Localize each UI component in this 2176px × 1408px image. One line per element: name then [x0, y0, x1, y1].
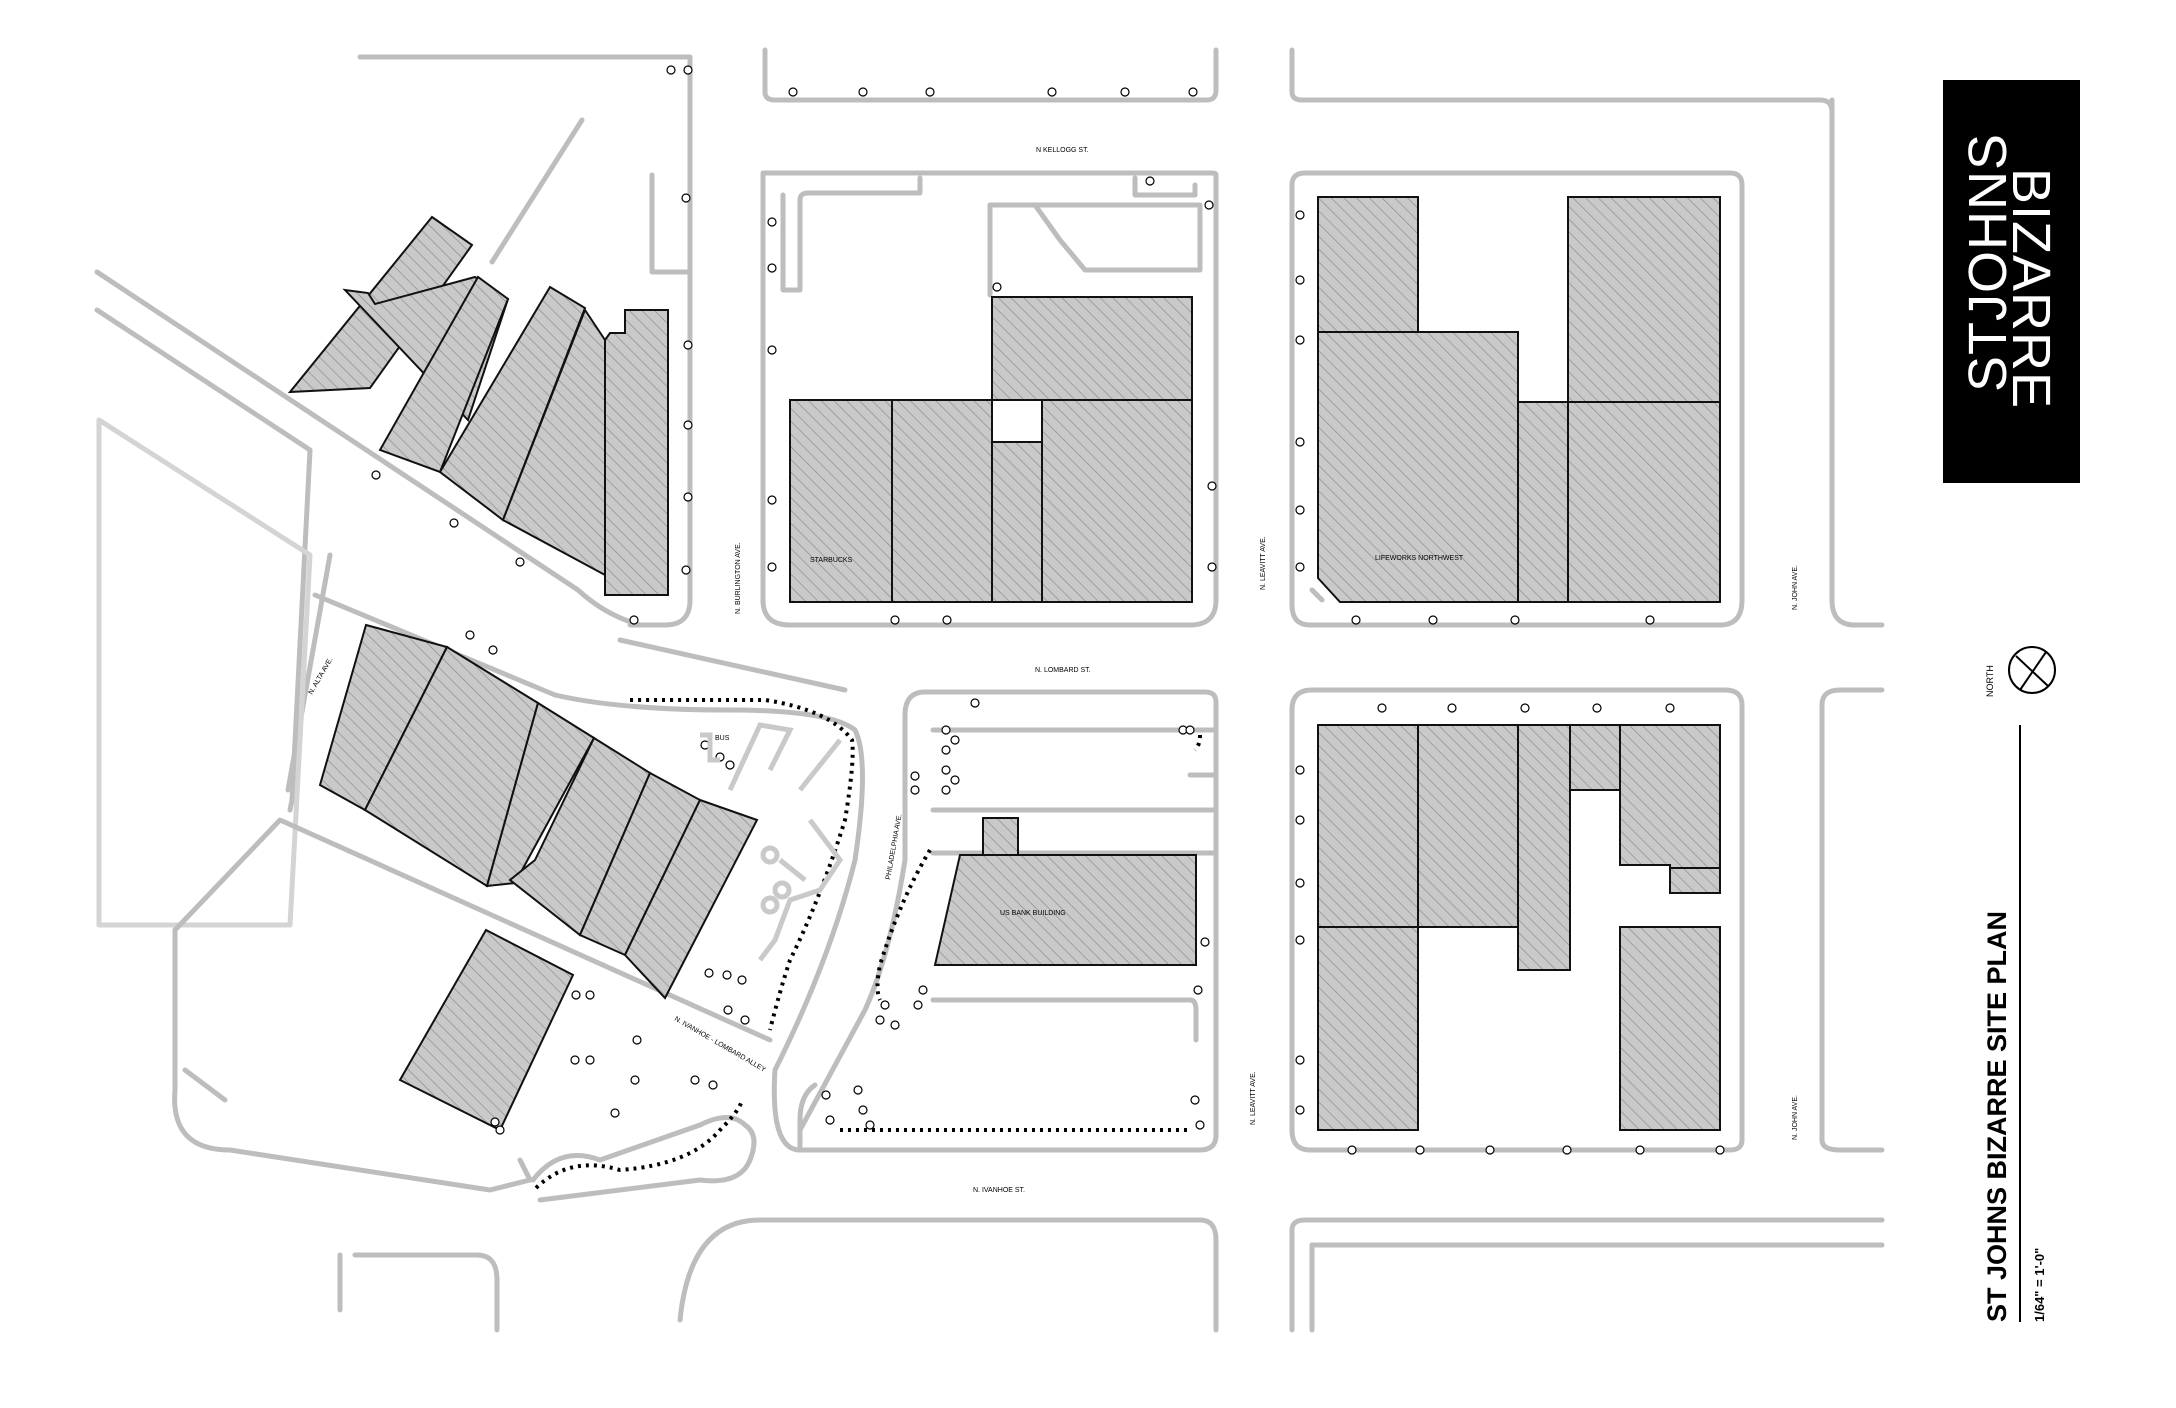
building [1517, 401, 1569, 603]
tree-row-middle [465, 630, 1725, 1155]
building [1317, 724, 1419, 928]
building-lifeworks [1317, 331, 1519, 603]
street-label-ivanhoe: N. IVANHOE ST. [973, 1187, 1025, 1194]
plan-scale: 1/64" = 1'-0" [2032, 1248, 2047, 1322]
tree-grate-lines [534, 697, 1202, 1190]
building [1669, 867, 1721, 894]
street-label-leavitt-bottom: N. LEAVITT AVE. [1250, 1071, 1257, 1125]
street-curbs [94, 47, 1885, 1333]
building [1619, 724, 1721, 869]
label-starbucks: STARBUCKS [810, 557, 853, 564]
logo-line-2: BIZARRE [2001, 168, 2061, 409]
north-label: NORTH [1985, 665, 1995, 697]
building [1619, 926, 1721, 1131]
building [1041, 399, 1193, 603]
building [604, 309, 669, 596]
building [982, 817, 1019, 856]
building [1417, 724, 1519, 928]
street-label-lombard: N. LOMBARD ST. [1035, 667, 1091, 674]
building [1517, 724, 1571, 971]
building-starbucks [789, 399, 893, 603]
building [508, 736, 652, 937]
plan-title: ST JOHNS BIZARRE SITE PLAN [1982, 911, 2012, 1322]
title-block: ST JOHNS BIZARRE SITE PLAN 1/64" = 1'-0"… [1982, 646, 2056, 1322]
building [1569, 724, 1621, 791]
building [1317, 196, 1419, 333]
street-label-john-bottom: N. JOHN AVE. [1792, 1095, 1799, 1140]
tree-row-top [371, 65, 1655, 625]
street-label-leavitt-top: N. LEAVITT AVE. [1260, 536, 1267, 590]
street-trees [371, 65, 1725, 1155]
logo: STJOHNS BIZARRE [1943, 80, 2080, 483]
building [1567, 401, 1721, 603]
street-label-burlington: N. BURLINGTON AVE. [735, 542, 742, 614]
building [991, 441, 1043, 603]
tree-clusters [490, 725, 960, 1135]
building [1567, 196, 1721, 403]
street-label-kellogg: N KELLOGG ST. [1036, 147, 1089, 154]
building [991, 296, 1193, 401]
logo-line-1: STJOHNS [1958, 133, 2018, 392]
building-footprints [287, 196, 1721, 1132]
label-lifeworks: LIFEWORKS NORTHWEST [1375, 555, 1464, 562]
building [623, 798, 759, 1000]
building [438, 285, 587, 522]
plaza-features [700, 722, 844, 962]
building [891, 399, 993, 603]
street-label-alley: N. IVANHOE - LOMBARD ALLEY [673, 1016, 767, 1074]
label-bus: BUS [715, 735, 730, 742]
building-us-bank [933, 854, 1197, 966]
street-label-john-top: N. JOHN AVE. [1792, 565, 1799, 610]
north-arrow-icon: NORTH [1985, 646, 2056, 697]
building [378, 275, 510, 474]
building [1317, 926, 1419, 1131]
building-labels: STARBUCKS LIFEWORKS NORTHWEST US BANK BU… [715, 555, 1464, 917]
label-us-bank: US BANK BUILDING [1000, 910, 1066, 917]
building [398, 928, 575, 1132]
